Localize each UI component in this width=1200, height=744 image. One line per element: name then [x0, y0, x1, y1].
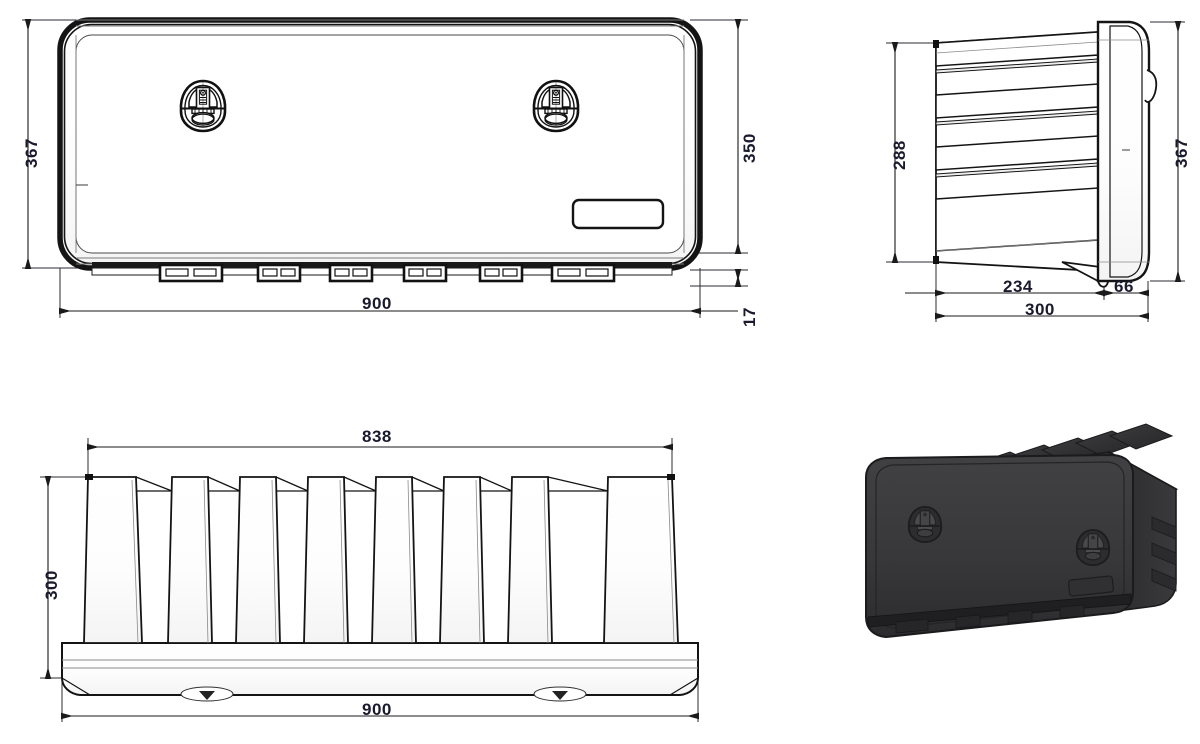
nameplate-badge[interactable]	[1067, 575, 1115, 597]
dim-label-front-door-height: 350	[740, 133, 759, 163]
side-body[interactable]	[933, 31, 1099, 272]
iso-hinge	[895, 604, 1085, 634]
rear-base-pan[interactable]	[61, 642, 699, 696]
iso-hinge-strip	[867, 593, 1132, 628]
rear-mount-point	[180, 686, 234, 702]
dim-label-front-hinge-height: 17	[740, 307, 759, 327]
front-hinge-strip	[91, 262, 673, 283]
dim-label-rear-height: 300	[42, 570, 61, 600]
rear-corner-mark	[85, 474, 93, 480]
dim-label-front-height: 367	[22, 138, 41, 168]
rear-mount-point	[533, 686, 587, 702]
dim-label-front-width: 900	[362, 294, 392, 313]
dim-label-side-total-depth: 300	[1025, 300, 1055, 319]
rear-corner-mark	[667, 474, 675, 480]
rear-dimension-lines	[44, 443, 699, 720]
iso-end-ribs	[1151, 516, 1177, 592]
rear-rib-shade-lines	[131, 479, 675, 644]
side-view[interactable]	[886, 20, 1185, 322]
side-dimension-lines	[891, 21, 1182, 320]
nameplate-badge[interactable]	[571, 198, 665, 230]
dim-label-rear-inner-width: 838	[362, 427, 392, 446]
dim-label-side-door-depth: 66	[1114, 277, 1134, 296]
lock-handle-icon[interactable]	[907, 506, 943, 544]
dim-label-side-body-depth: 234	[1003, 277, 1033, 296]
front-view[interactable]	[22, 17, 748, 318]
dim-label-side-body-height: 288	[890, 140, 909, 170]
lock-handle-icon[interactable]	[1075, 529, 1111, 567]
rear-view[interactable]	[40, 438, 699, 722]
dim-label-side-overall-height: 367	[1172, 138, 1191, 168]
side-door-profile[interactable]	[1096, 20, 1158, 283]
lock-handle-icon[interactable]	[179, 79, 227, 133]
dim-label-rear-width: 900	[362, 700, 392, 719]
front-dimension-lines	[24, 19, 742, 315]
hinge-group[interactable]	[158, 263, 616, 283]
rear-rib-valleys	[135, 476, 609, 492]
isometric-render[interactable]	[865, 423, 1179, 639]
iso-front-face[interactable]	[865, 453, 1134, 639]
rear-rib-group[interactable]	[83, 476, 679, 644]
lock-handle-icon[interactable]	[532, 79, 580, 133]
